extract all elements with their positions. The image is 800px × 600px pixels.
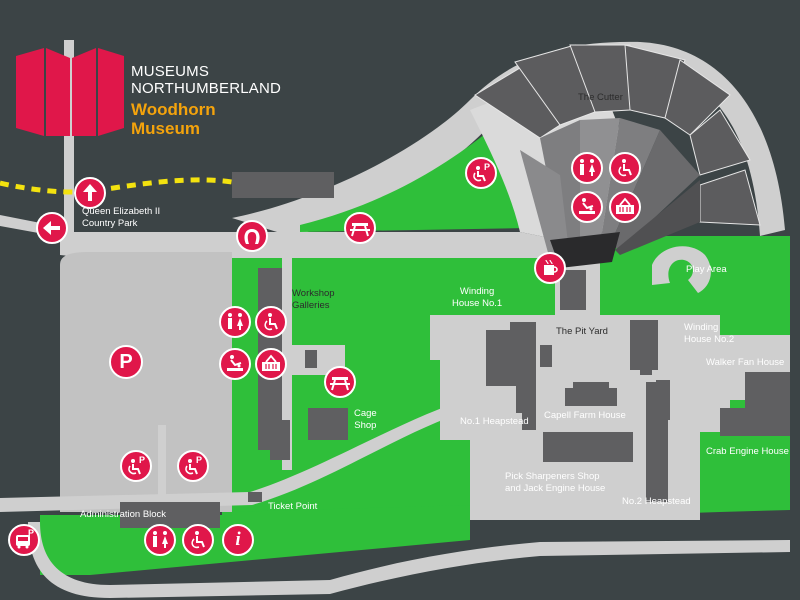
disabled-parking-icon-cutter[interactable]: P — [465, 157, 497, 189]
label-the-cutter: The Cutter — [578, 92, 623, 103]
label-no2-heapstead: No.2 Heapstead — [622, 496, 691, 507]
building-capell-b — [573, 382, 609, 390]
building-capell — [565, 388, 617, 406]
shop-basket-icon-workshop[interactable] — [255, 348, 287, 380]
label-administration-block: Administration Block — [80, 509, 167, 520]
brand-org-line2: NORTHUMBERLAND — [131, 80, 282, 97]
toilets-icon-cutter[interactable] — [571, 152, 603, 184]
building-heapstead-1 — [516, 385, 536, 413]
the-cutter-building — [474, 44, 761, 268]
main-walkway — [0, 398, 470, 512]
building-winding-2b — [640, 365, 652, 375]
boundary-road-bottom — [28, 522, 790, 598]
building-admin — [120, 502, 220, 528]
label-the-pit-yard: The Pit Yard — [556, 326, 608, 337]
arrow-left-icon[interactable] — [36, 212, 68, 244]
information-glyph: i — [235, 529, 241, 550]
picnic-table-icon-cage[interactable] — [324, 366, 356, 398]
brand-museum-line2: Museum — [131, 119, 200, 138]
wheelchair-icon-cutter[interactable] — [609, 152, 641, 184]
museums-northumberland-logo — [16, 48, 124, 136]
building-workshop-side — [270, 420, 290, 460]
brand-org: MUSEUMS NORTHUMBERLAND — [131, 63, 281, 97]
parking-icon[interactable]: P — [109, 345, 143, 379]
arrow-up-icon[interactable] — [74, 177, 106, 209]
disabled-parking-p2: P — [196, 455, 203, 465]
cutter-loop-path — [232, 41, 785, 236]
disabled-parking-icon-2[interactable]: P — [177, 450, 209, 482]
building-heapstead-1b — [522, 410, 536, 430]
label-winding-house-1: Winding House No.1 — [452, 286, 503, 309]
label-play-area: Play Area — [686, 264, 727, 275]
building-pit-link — [560, 270, 586, 310]
wheelchair-icon-workshop[interactable] — [255, 306, 287, 338]
toilets-icon-admin[interactable] — [144, 524, 176, 556]
brand-org-line1: MUSEUMS — [131, 63, 210, 80]
information-icon[interactable]: i — [222, 524, 254, 556]
building-cage-shop — [308, 408, 348, 440]
label-no1-heapstead: No.1 Heapstead — [460, 416, 529, 427]
bus-parking-p: P — [28, 528, 35, 538]
label-queen-elizabeth: Queen Elizabeth II Country Park — [82, 206, 161, 229]
label-capell-farm-house: Capell Farm House — [544, 410, 626, 421]
yellow-trail — [0, 177, 233, 195]
building-winding-1c — [540, 345, 552, 367]
building-heapstead-2b — [656, 380, 670, 420]
cafe-cup-icon[interactable] — [534, 252, 566, 284]
building-top-road — [232, 172, 334, 198]
disabled-parking-icon-1[interactable]: P — [120, 450, 152, 482]
label-ticket-point: Ticket Point — [268, 501, 318, 512]
label-winding-house-2: Winding House No.2 — [684, 322, 735, 345]
label-cage-shop: Cage Shop — [354, 408, 377, 431]
wheelchair-icon-admin[interactable] — [182, 524, 214, 556]
building-winding-1b — [510, 322, 536, 386]
admin-path — [158, 425, 166, 500]
brand-museum-line1: Woodhorn — [131, 100, 216, 119]
disabled-parking-p: P — [484, 162, 491, 172]
building-crab-engine — [720, 408, 790, 436]
label-pick-sharpeners: Pick Sharpeners Shop and Jack Engine Hou… — [505, 471, 606, 494]
baby-change-icon-cutter[interactable] — [571, 191, 603, 223]
picnic-table-icon[interactable] — [344, 212, 376, 244]
parking-glyph: P — [119, 351, 133, 373]
building-pit-yard — [305, 350, 317, 368]
play-area — [652, 246, 711, 293]
toilets-icon-workshop[interactable] — [219, 306, 251, 338]
label-workshop-galleries: Workshop Galleries — [292, 288, 335, 311]
brand-museum: Woodhorn Museum — [131, 100, 216, 138]
top-road — [60, 232, 560, 258]
building-ticket — [248, 492, 262, 502]
building-walker-fan — [745, 372, 790, 414]
building-winding-2 — [630, 320, 658, 370]
car-park — [60, 252, 232, 512]
building-pick-sharpeners — [543, 432, 633, 462]
grass-north — [300, 130, 528, 232]
bus-parking-icon[interactable]: P — [8, 524, 40, 556]
label-crab-engine-house: Crab Engine House — [706, 446, 789, 457]
workshop-path — [282, 228, 292, 470]
disabled-parking-p1: P — [139, 455, 146, 465]
horseshoe-icon[interactable] — [236, 220, 268, 252]
shop-basket-icon-cutter[interactable] — [609, 191, 641, 223]
baby-change-icon-workshop[interactable] — [219, 348, 251, 380]
label-walker-fan-house: Walker Fan House — [706, 357, 785, 368]
